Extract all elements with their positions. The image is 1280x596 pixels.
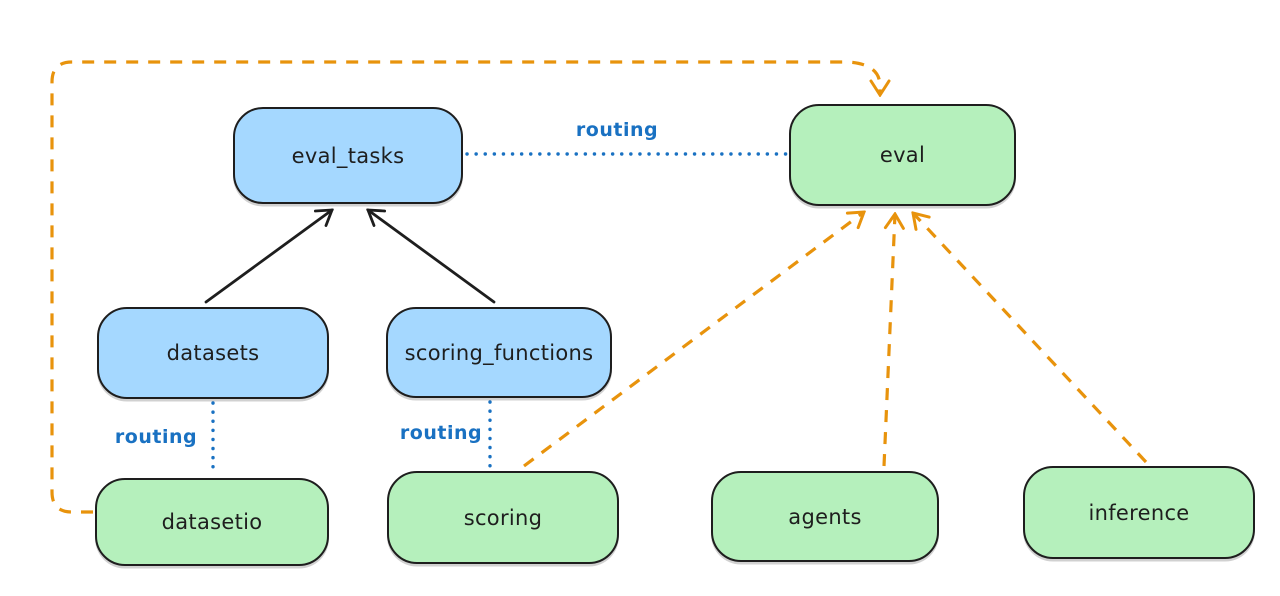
node-eval: eval: [789, 104, 1016, 206]
node-datasets-label: datasets: [166, 341, 260, 365]
edge-label-routing-scoring-functions-scoring: routing: [399, 422, 483, 444]
edge-scoring-to-eval: [523, 212, 864, 468]
edge-label-routing-eval-tasks-eval: routing: [575, 119, 659, 141]
node-inference-label: inference: [1088, 500, 1190, 525]
node-agents: agents: [711, 471, 939, 562]
node-scoring-label: scoring: [463, 505, 543, 530]
node-scoring-functions: scoring_functions: [386, 307, 612, 398]
node-datasetio: datasetio: [95, 478, 329, 566]
node-eval-tasks-label: eval_tasks: [291, 143, 405, 168]
edge-scoring-functions-to-eval-tasks: [368, 210, 496, 304]
node-agents-label: agents: [788, 504, 862, 529]
edge-datasetio-to-eval: [50, 60, 880, 514]
node-eval-tasks: eval_tasks: [233, 107, 463, 204]
edge-inference-to-eval: [913, 213, 1148, 464]
node-eval-label: eval: [879, 143, 926, 167]
node-datasets: datasets: [97, 307, 329, 399]
node-inference: inference: [1023, 466, 1255, 559]
edge-agents-to-eval: [882, 214, 895, 467]
edge-datasets-to-eval-tasks: [204, 210, 332, 304]
edge-label-routing-datasets-datasetio: routing: [114, 426, 198, 448]
node-scoring: scoring: [387, 471, 619, 564]
node-scoring-functions-label: scoring_functions: [404, 340, 594, 365]
node-datasetio-label: datasetio: [161, 510, 263, 534]
